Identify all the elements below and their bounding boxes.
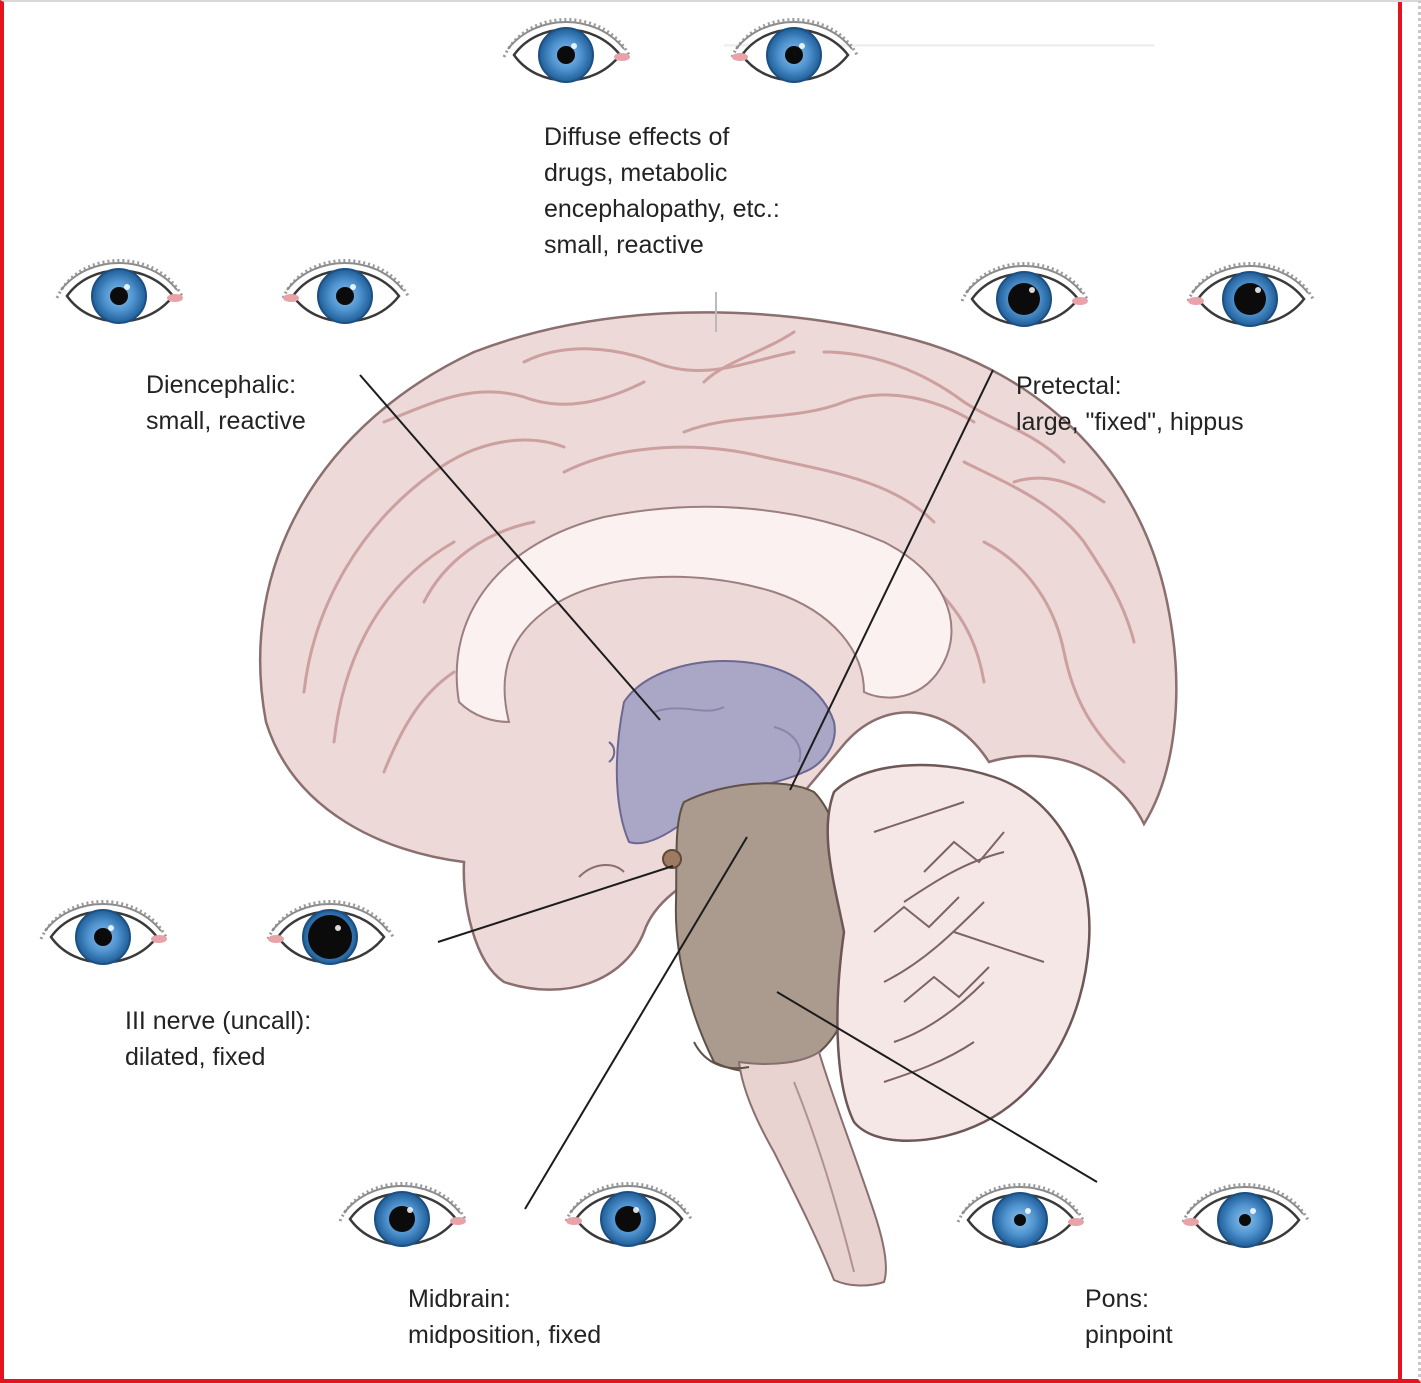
leader-pretectal	[789, 369, 994, 791]
label-pons: Pons: pinpoint	[1085, 1281, 1173, 1353]
leader-third-nerve	[437, 865, 674, 943]
eye-diencephalic-right	[55, 259, 185, 324]
frame-right-border	[1398, 2, 1402, 1379]
pupil-diencephalic-right	[110, 287, 128, 305]
medulla	[737, 1050, 887, 1287]
pupil-third-nerve-right	[94, 928, 112, 946]
label-midbrain-line-2: midposition, fixed	[408, 1321, 602, 1349]
pupil-pretectal-right	[1008, 283, 1040, 315]
label-pretectal-line-2: large, "fixed", hippus	[1016, 408, 1244, 436]
leader-midbrain	[524, 836, 748, 1210]
label-pons-line-2: pinpoint	[1085, 1321, 1173, 1349]
eye-diencephalic-left	[281, 259, 411, 324]
corpus-callosum	[455, 505, 953, 724]
brain-pupil-diagram	[39, 18, 1316, 1287]
leader-lines	[359, 292, 1098, 1210]
label-diencephalic-line-1: Diencephalic:	[146, 371, 297, 399]
pupil-pons-left	[1239, 1214, 1251, 1226]
leader-pons	[776, 991, 1098, 1183]
cerebrum	[258, 311, 1178, 991]
eye-midbrain-right	[338, 1182, 468, 1247]
eye-pretectal-right	[960, 262, 1090, 327]
eyes-layer	[39, 18, 1316, 1248]
diencephalon	[615, 660, 836, 845]
pupil-diffuse-left	[785, 46, 803, 64]
pupil-pretectal-left	[1234, 283, 1266, 315]
eye-third-nerve-right	[39, 900, 169, 965]
pupil-pons-right	[1014, 1214, 1026, 1226]
label-pretectal-line-1: Pretectal:	[1016, 372, 1122, 400]
eye-midbrain-left	[564, 1182, 694, 1247]
label-pons-line-1: Pons:	[1085, 1285, 1149, 1313]
label-diffuse-line-2: drugs, metabolic	[544, 159, 728, 187]
label-third-nerve: III nerve (uncall): dilated, fixed	[125, 1003, 311, 1075]
eye-third-nerve-left	[266, 900, 396, 965]
label-pretectal: Pretectal: large, "fixed", hippus	[1016, 368, 1244, 440]
pupil-third-nerve-left	[308, 915, 352, 959]
pupil-diffuse-right	[557, 46, 575, 64]
brain-illustration	[258, 311, 1178, 1287]
eye-pons-right	[956, 1183, 1086, 1248]
label-third-nerve-line-2: dilated, fixed	[125, 1043, 266, 1071]
label-third-nerve-line-1: III nerve (uncall):	[125, 1007, 312, 1035]
eye-diffuse-right	[502, 18, 632, 83]
label-diffuse: Diffuse effects of drugs, metabolic ence…	[544, 119, 780, 263]
label-diffuse-line-1: Diffuse effects of	[544, 123, 730, 151]
label-diencephalic-line-2: small, reactive	[146, 407, 306, 435]
cerebellum	[826, 763, 1091, 1142]
eye-pretectal-left	[1186, 262, 1316, 327]
pupil-diencephalic-left	[336, 287, 354, 305]
leader-diencephalic	[359, 374, 661, 721]
eye-diffuse-left	[730, 18, 860, 83]
label-midbrain-line-1: Midbrain:	[408, 1285, 511, 1313]
eye-pons-left	[1181, 1183, 1311, 1248]
label-diffuse-line-3: encephalopathy, etc.:	[544, 195, 780, 223]
pituitary	[662, 849, 682, 869]
arbor-vitae	[873, 801, 1045, 1083]
label-diffuse-line-4: small, reactive	[544, 231, 704, 259]
label-midbrain: Midbrain: midposition, fixed	[408, 1281, 601, 1353]
label-diencephalic: Diencephalic: small, reactive	[146, 367, 306, 439]
